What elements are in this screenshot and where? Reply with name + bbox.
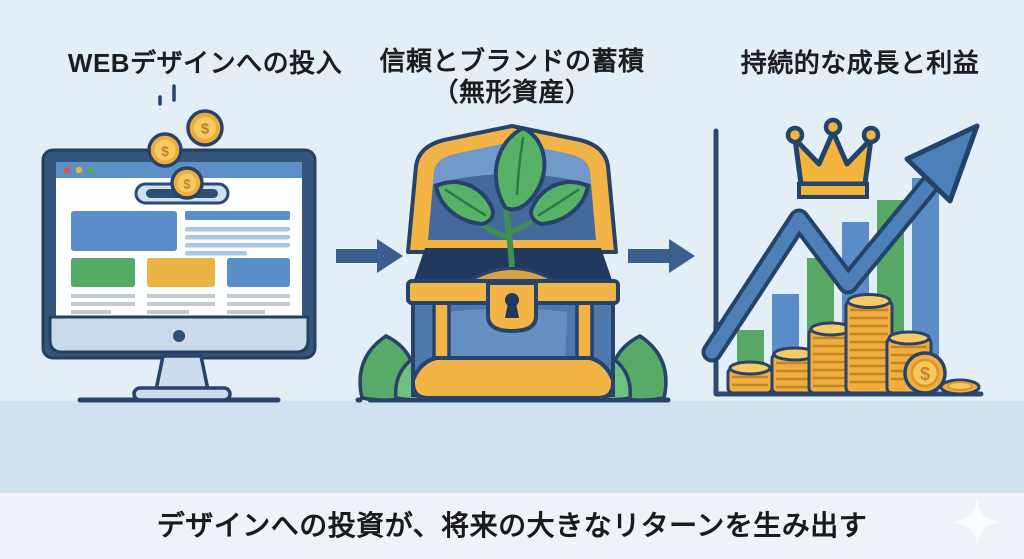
panel-label-investment: WEBデザインへの投入 [67, 48, 343, 78]
browser-dots [63, 166, 95, 174]
floor-band [0, 401, 1024, 493]
growth-chart-crown-icon: $ [701, 117, 984, 397]
coin-stacks: $ [726, 293, 981, 396]
falling-coin-1: $ [186, 109, 224, 147]
right-arrow-icon [628, 239, 695, 273]
monitor-stand-neck [153, 354, 211, 392]
webpage-cards [71, 258, 290, 287]
panel-label-growth: 持続的な成長と利益 [740, 48, 980, 78]
falling-coin-3: $ [170, 166, 204, 200]
panel-label-asset-line2: （無形資産） [432, 77, 592, 107]
chest-body [406, 279, 620, 400]
monitor-camera-dot [173, 330, 185, 342]
chest-lock [486, 281, 538, 334]
monitor-coins-icon: $ $ $ [41, 84, 317, 403]
coin-dollar-sign: $ [183, 177, 191, 192]
treasure-chest-sprout-icon [355, 124, 671, 403]
coin-dollar-sign: $ [161, 143, 169, 159]
crown-icon [785, 117, 881, 199]
webpage-text-lines [185, 211, 290, 256]
arrow-head [904, 123, 980, 204]
slogan-band [0, 493, 1024, 559]
monitor-stand-base [132, 386, 232, 402]
right-arrow-icon [336, 239, 403, 273]
dollar-coin: $ [903, 351, 947, 395]
sparkle-icon [953, 498, 1001, 546]
panel-label-asset-line1: 信頼とブランドの蓄積 [379, 46, 645, 76]
webpage-hero-block [71, 211, 177, 251]
panel-label-asset: 信頼とブランドの蓄積 （無形資産） [362, 46, 662, 108]
lying-coin [939, 378, 981, 396]
coin-motion-dashes [158, 84, 176, 106]
slogan-text: デザインへの投資が、将来の大きなリターンを生み出す [156, 510, 868, 541]
falling-coin-2: $ [147, 132, 183, 168]
coin-stack [726, 360, 774, 395]
coin-stack [844, 293, 894, 395]
webpage-card-captions [71, 294, 290, 314]
chest-bottom-band [411, 356, 615, 400]
sprout [434, 126, 590, 271]
growth-arrow [701, 123, 980, 363]
coin-dollar-sign: $ [201, 121, 210, 138]
coin-dollar-sign: $ [920, 364, 930, 384]
